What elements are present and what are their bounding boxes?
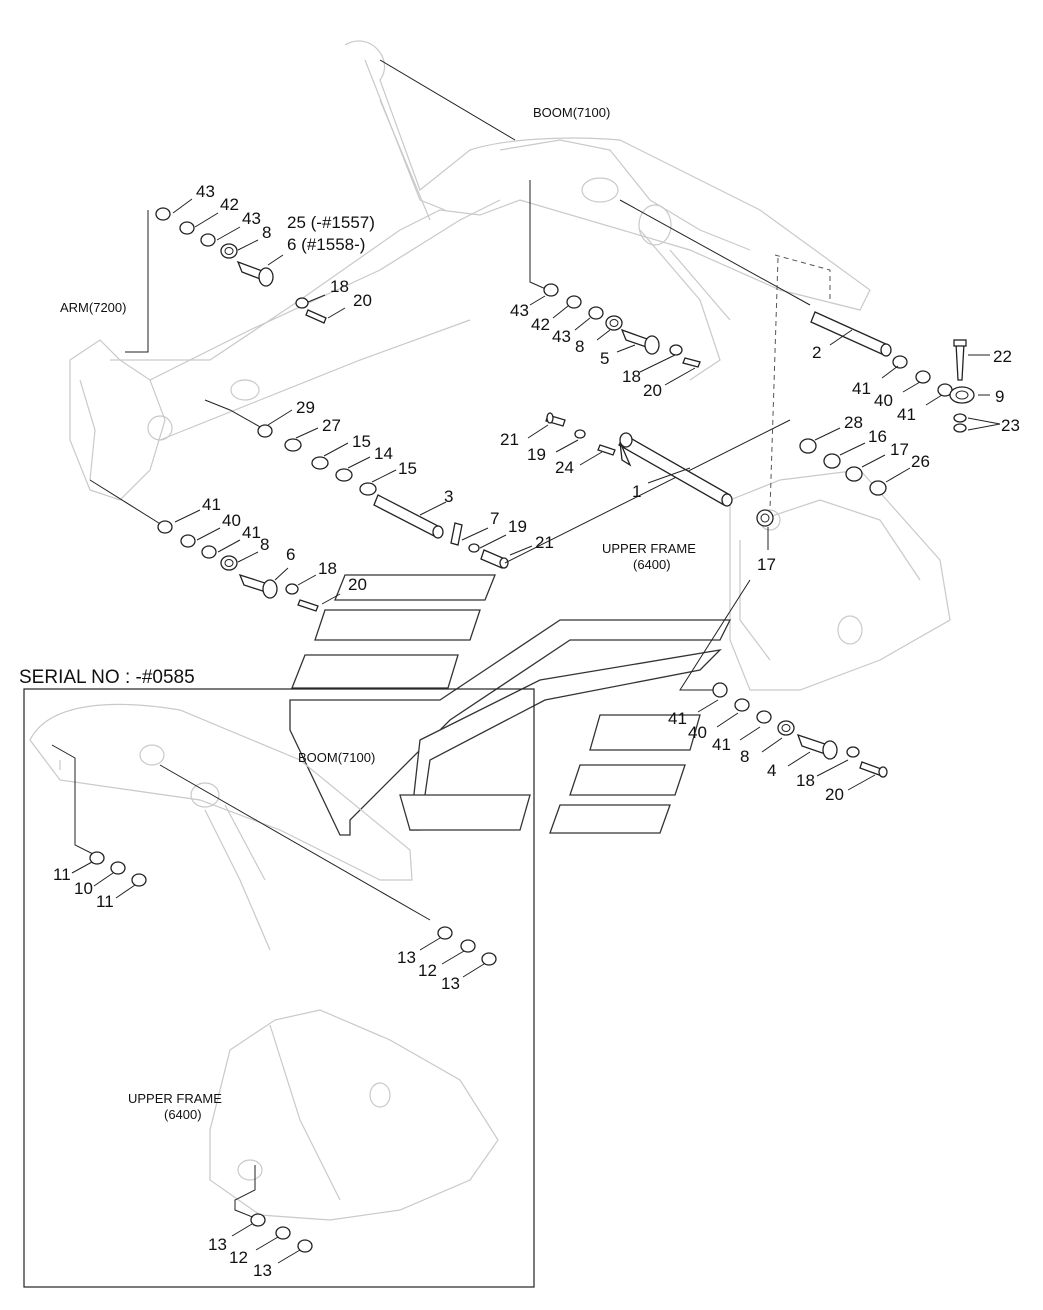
callout-40b: 40: [874, 391, 893, 410]
callout-43c: 43: [510, 301, 529, 320]
callout-41b: 41: [242, 523, 261, 542]
callout-41d: 41: [897, 405, 916, 424]
bolt-22: [955, 342, 965, 381]
pin-3: [373, 494, 441, 538]
pin-6a-head: [258, 267, 274, 287]
callout-18b: 18: [318, 559, 337, 578]
callout-26: 26: [911, 452, 930, 471]
callout-42a: 42: [220, 195, 239, 214]
callout-42b: 42: [531, 315, 550, 334]
callout-13d: 13: [253, 1261, 272, 1280]
callout-19b: 19: [527, 445, 546, 464]
callout-13b: 13: [441, 974, 460, 993]
callout-40a: 40: [222, 511, 241, 530]
callout-23: 23: [1001, 416, 1020, 435]
callout-7: 7: [490, 509, 499, 528]
callout-8a: 8: [262, 223, 271, 242]
serial-number-label: SERIAL NO : -#0585: [19, 667, 195, 688]
callout-12b: 12: [229, 1248, 248, 1267]
callout-15a: 15: [352, 432, 371, 451]
callout-2: 2: [812, 343, 821, 362]
callout-19a: 19: [508, 517, 527, 536]
callout-8c: 8: [575, 337, 584, 356]
callout-20b: 20: [348, 575, 367, 594]
callout-18c: 18: [622, 367, 641, 386]
callout-3: 3: [444, 487, 453, 506]
boom-ghost-outline: [110, 40, 871, 381]
inset-mid-washer-group: 13 12 13: [159, 764, 497, 993]
washer-42a: [179, 221, 195, 235]
inset-boom-label: BOOM(7100): [298, 750, 375, 765]
callout-29: 29: [296, 398, 315, 417]
upper-frame-label: UPPER FRAME: [602, 541, 696, 556]
callout-14: 14: [374, 444, 393, 463]
upper-frame-ghost-outline: [729, 469, 951, 691]
callout-25: 25 (-#1557): [287, 213, 375, 232]
callout-20c: 20: [643, 381, 662, 400]
frame-right-washer-group: 28 16 17 26 17: [756, 413, 930, 574]
callout-43d: 43: [552, 327, 571, 346]
callout-21b: 21: [500, 430, 519, 449]
callout-43b: 43: [242, 209, 261, 228]
callout-40c: 40: [688, 723, 707, 742]
callout-6a: 6 (#1558-): [287, 235, 365, 254]
callout-10: 10: [74, 879, 93, 898]
washer-43a: [155, 207, 171, 221]
washer-18a: [295, 297, 309, 309]
boom-label: BOOM(7100): [533, 105, 610, 120]
callout-18d: 18: [796, 771, 815, 790]
callout-5: 5: [600, 349, 609, 368]
callout-21a: 21: [535, 533, 554, 552]
callout-18a: 18: [330, 277, 349, 296]
frame-bottom-pin-group: 41 40 41 8 4 18 20: [668, 579, 888, 804]
callout-41f: 41: [712, 735, 731, 754]
pin-2: [810, 311, 889, 356]
arm-label: ARM(7200): [60, 300, 126, 315]
callout-13a: 13: [397, 948, 416, 967]
callout-20a: 20: [353, 291, 372, 310]
pin-1-group: 21 19 24 1: [500, 412, 733, 507]
callout-43a: 43: [196, 182, 215, 201]
callout-12a: 12: [418, 961, 437, 980]
stopper-7: [450, 522, 463, 546]
callout-17a: 17: [890, 440, 909, 459]
callout-13c: 13: [208, 1235, 227, 1254]
callout-17b: 17: [757, 555, 776, 574]
boom-arm-pin-group: 43 42 43 8 5 18 20: [379, 59, 701, 400]
callout-41a: 41: [202, 495, 221, 514]
arm-ghost-outline: [69, 199, 501, 501]
callout-9: 9: [995, 387, 1004, 406]
callout-6b: 6: [286, 545, 295, 564]
bolt-20a: [305, 309, 327, 324]
callout-24: 24: [555, 458, 574, 477]
arm-top-pin-group: 43 42 43 8 25 (-#1557) 6 (#1558-) 18 20: [125, 182, 375, 353]
washer-43b: [200, 233, 216, 247]
inset-upper-frame-label: UPPER FRAME: [128, 1091, 222, 1106]
serial-inset-frame: [23, 688, 535, 1288]
callout-20d: 20: [825, 785, 844, 804]
callout-8b: 8: [260, 535, 269, 554]
callout-22: 22: [993, 347, 1012, 366]
callout-15b: 15: [398, 459, 417, 478]
inset-boom-washer-group: 11 10 11: [51, 744, 147, 911]
callout-11a: 11: [53, 865, 71, 884]
callout-4: 4: [767, 761, 776, 780]
frame-stripe-panels: [289, 574, 732, 836]
arm-bottom-pin-group: 41 40 41 8 6 18 20: [89, 479, 367, 612]
pin-2-group: 2 41 40 41 22 9 23: [619, 199, 1020, 511]
callout-41c: 41: [852, 379, 871, 398]
callout-16: 16: [868, 427, 887, 446]
arm-cylinder-pin-group: 29 27 15 14 15 3 7 19 21: [204, 398, 791, 569]
callout-27: 27: [322, 416, 341, 435]
inset-upper-frame-code-label: (6400): [164, 1107, 202, 1122]
callout-11b: 11: [96, 892, 114, 911]
upper-frame-code-label: (6400): [633, 557, 671, 572]
callout-8d: 8: [740, 747, 749, 766]
callout-28: 28: [844, 413, 863, 432]
inset-bottom-washer-group: 13 12 13: [208, 1165, 313, 1280]
callout-1: 1: [632, 482, 641, 501]
bolt-20b: [297, 599, 319, 612]
callout-41e: 41: [668, 709, 687, 728]
